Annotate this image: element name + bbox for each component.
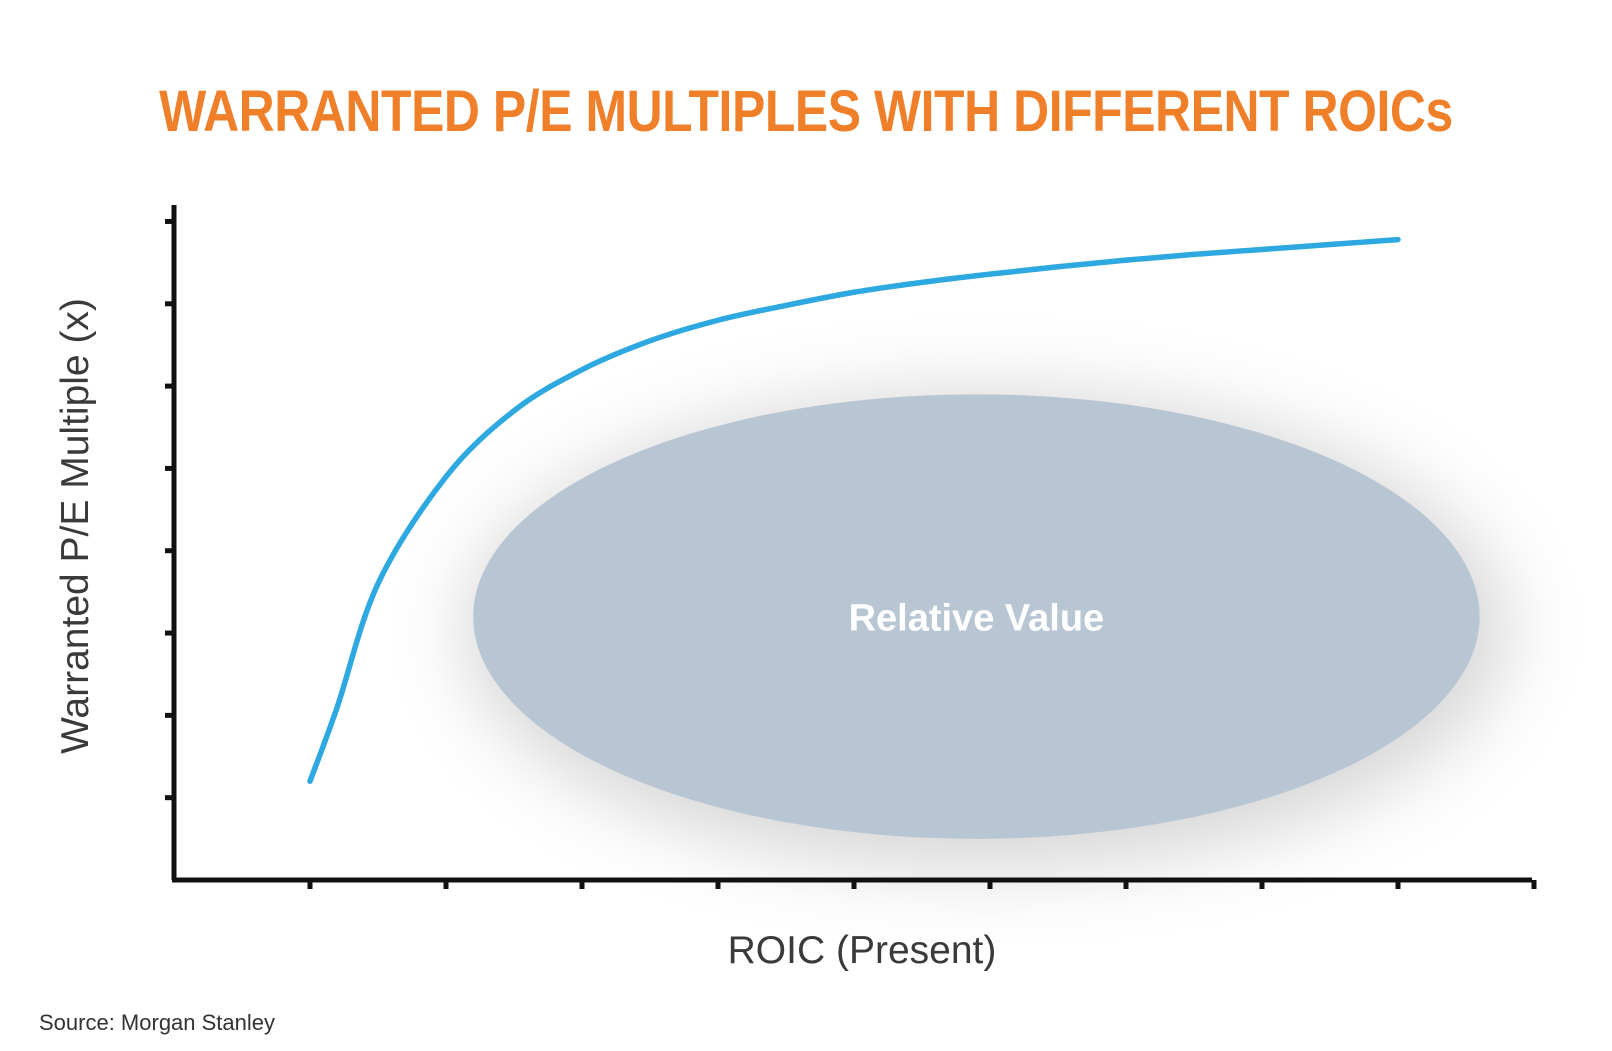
- y-axis-label: Warranted P/E Multiple (x): [54, 298, 97, 754]
- pe-curve-series: [307, 236, 1401, 784]
- source-note: Source: Morgan Stanley: [39, 1010, 276, 1035]
- relative-value-ellipse: [473, 394, 1480, 839]
- annotation-layer: Relative Value: [465, 392, 1508, 869]
- series-layer: [307, 236, 1401, 784]
- axes-layer: [165, 205, 1537, 889]
- x-axis-label: ROIC (Present): [727, 929, 997, 972]
- chart-title: WARRANTED P/E MULTIPLES WITH DIFFERENT R…: [159, 79, 1453, 144]
- relative-value-label: Relative Value: [849, 598, 1105, 640]
